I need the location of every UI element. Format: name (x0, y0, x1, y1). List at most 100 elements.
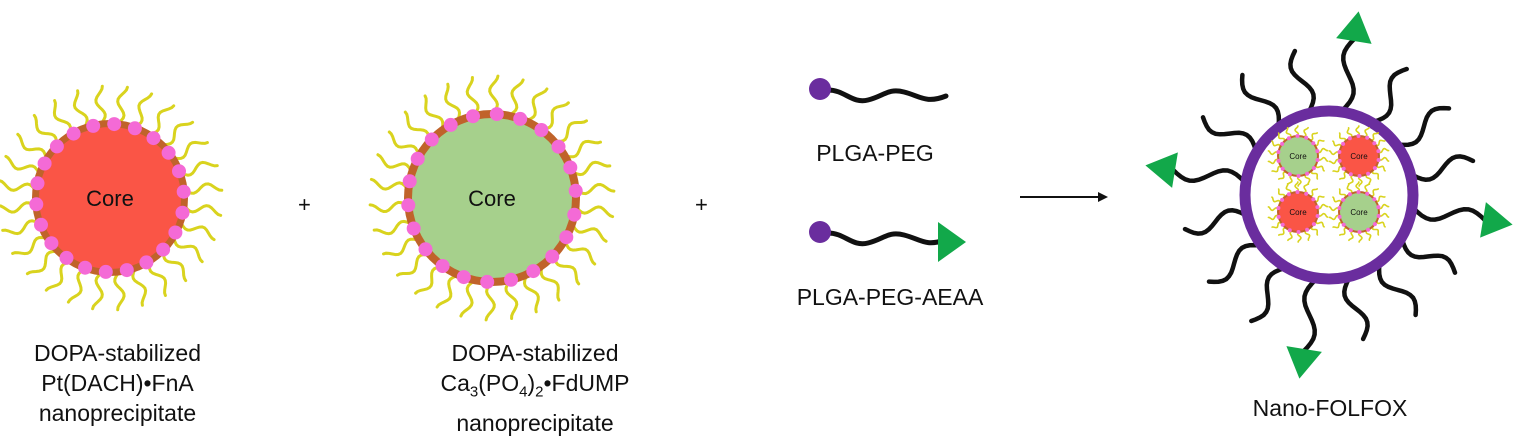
peg-chain (1396, 105, 1452, 148)
lipid-head (1315, 149, 1320, 154)
dopa-ligand (1316, 147, 1329, 154)
dopa-ligand (1332, 165, 1344, 173)
dopa-ligand (576, 182, 616, 196)
lipid-head (424, 132, 439, 147)
particle2-caption: DOPA-stabilized Ca3(PO4)2•FdUMP nanoprec… (400, 338, 670, 438)
dopa-ligand (1339, 227, 1348, 236)
dopa-ligand (32, 113, 59, 146)
lipid-head (1366, 171, 1371, 176)
dopa-ligand (1328, 158, 1341, 165)
dopa-ligand (1364, 126, 1370, 138)
aeaa-ligand-triangle (1145, 152, 1178, 188)
dopa-ligand (1313, 195, 1325, 203)
lipid-head (1280, 197, 1285, 202)
lipid-head (1296, 230, 1301, 234)
lipid-head (1356, 134, 1361, 138)
dopa-ligand (52, 99, 73, 135)
lipid-head (466, 109, 480, 124)
reaction-arrow (1020, 192, 1108, 202)
dopa-ligand (94, 84, 107, 124)
caption-line: Pt(DACH)•FnA (41, 370, 194, 396)
caption-line: DOPA-stabilized (451, 340, 619, 366)
dopa-ligand-layer (368, 74, 616, 322)
green-core (1279, 137, 1317, 175)
lipid-head (526, 264, 541, 279)
core-label: Core (1289, 152, 1307, 161)
dopa-ligand (542, 101, 570, 131)
dopa-ligand (134, 92, 154, 128)
dopa-ligand (173, 140, 209, 161)
dopa-ligand (488, 74, 500, 114)
lipid-head (1357, 230, 1362, 234)
dopa-ligand (1332, 221, 1344, 229)
lipid-head (1376, 205, 1381, 210)
lipid-head (98, 264, 113, 279)
lipid-head (1276, 206, 1281, 210)
dopa-ligand (1374, 139, 1386, 147)
lipid-head (1280, 222, 1285, 227)
plga-peg-aeaa-label: PLGA-PEG-AEAA (796, 284, 984, 310)
mini-nanoprecipitate: Core (1267, 181, 1329, 243)
peg-chain (1288, 48, 1316, 114)
dopa-ligand (444, 82, 462, 121)
lipid-head (1347, 192, 1352, 197)
dopa-ligand (414, 265, 442, 295)
lipid-head (1305, 171, 1310, 176)
lipid-head (418, 242, 433, 257)
dopa-ligand (1346, 183, 1353, 195)
lipid-head (1337, 158, 1342, 163)
dopa-ligand (1338, 188, 1347, 199)
lipid-head (1304, 135, 1309, 140)
dopa-ligand (1371, 225, 1380, 236)
dopa-ligand (1287, 230, 1293, 242)
plga-peg-aeaa-polymer (809, 221, 966, 262)
dopa-ligand (484, 282, 496, 322)
lipid-head (1304, 191, 1309, 196)
dopa-ligand-layer (0, 84, 224, 312)
dopa-ligand (1377, 147, 1390, 154)
peg-chain (825, 230, 947, 247)
peg-chain (1239, 72, 1282, 128)
lipid-head (49, 139, 64, 154)
lipid-head (1276, 158, 1281, 163)
lipid-heads (401, 107, 583, 289)
dopa-ligand (522, 275, 540, 314)
dopa-ligand (16, 132, 48, 159)
dopa-ligand (172, 237, 204, 264)
plga-head (809, 78, 831, 100)
lipid-head (1296, 174, 1301, 178)
green-core (1340, 193, 1378, 231)
dopa-ligand (184, 204, 223, 217)
dopa-ligand (1303, 126, 1309, 138)
plus-sign: + (298, 192, 311, 217)
lipid-head (78, 260, 93, 275)
mini-nanoprecipitate: Core (1267, 125, 1329, 187)
dopa-ligand (1277, 132, 1286, 143)
plga-peg-label: PLGA-PEG (816, 140, 934, 166)
dopa-ligand (376, 153, 413, 172)
dopa-ligand (1374, 195, 1386, 203)
peg-chain (1170, 167, 1247, 184)
dopa-ligand (1285, 127, 1292, 139)
lipid-head (1348, 172, 1353, 177)
dopa-ligand (459, 280, 475, 318)
caption-line-formula: Ca3(PO4)2•FdUMP (440, 370, 630, 401)
dopa-ligand (504, 280, 519, 320)
dopa-ligand (1377, 203, 1390, 210)
dopa-ligand (1267, 158, 1280, 165)
dopa-ligand (1365, 173, 1372, 185)
peg-chain (1411, 206, 1488, 223)
peg-chain (1376, 262, 1419, 318)
dopa-ligand (1328, 214, 1341, 221)
lipid-head (37, 156, 52, 171)
dopa-ligand (1, 219, 40, 236)
lipid-head (559, 230, 574, 245)
peg-chain (1340, 36, 1357, 113)
lipid-head (1295, 134, 1300, 138)
peg-chain (1249, 265, 1287, 324)
lipid-head (513, 111, 528, 126)
lipid-head (1311, 166, 1316, 171)
red-core (39, 127, 181, 269)
